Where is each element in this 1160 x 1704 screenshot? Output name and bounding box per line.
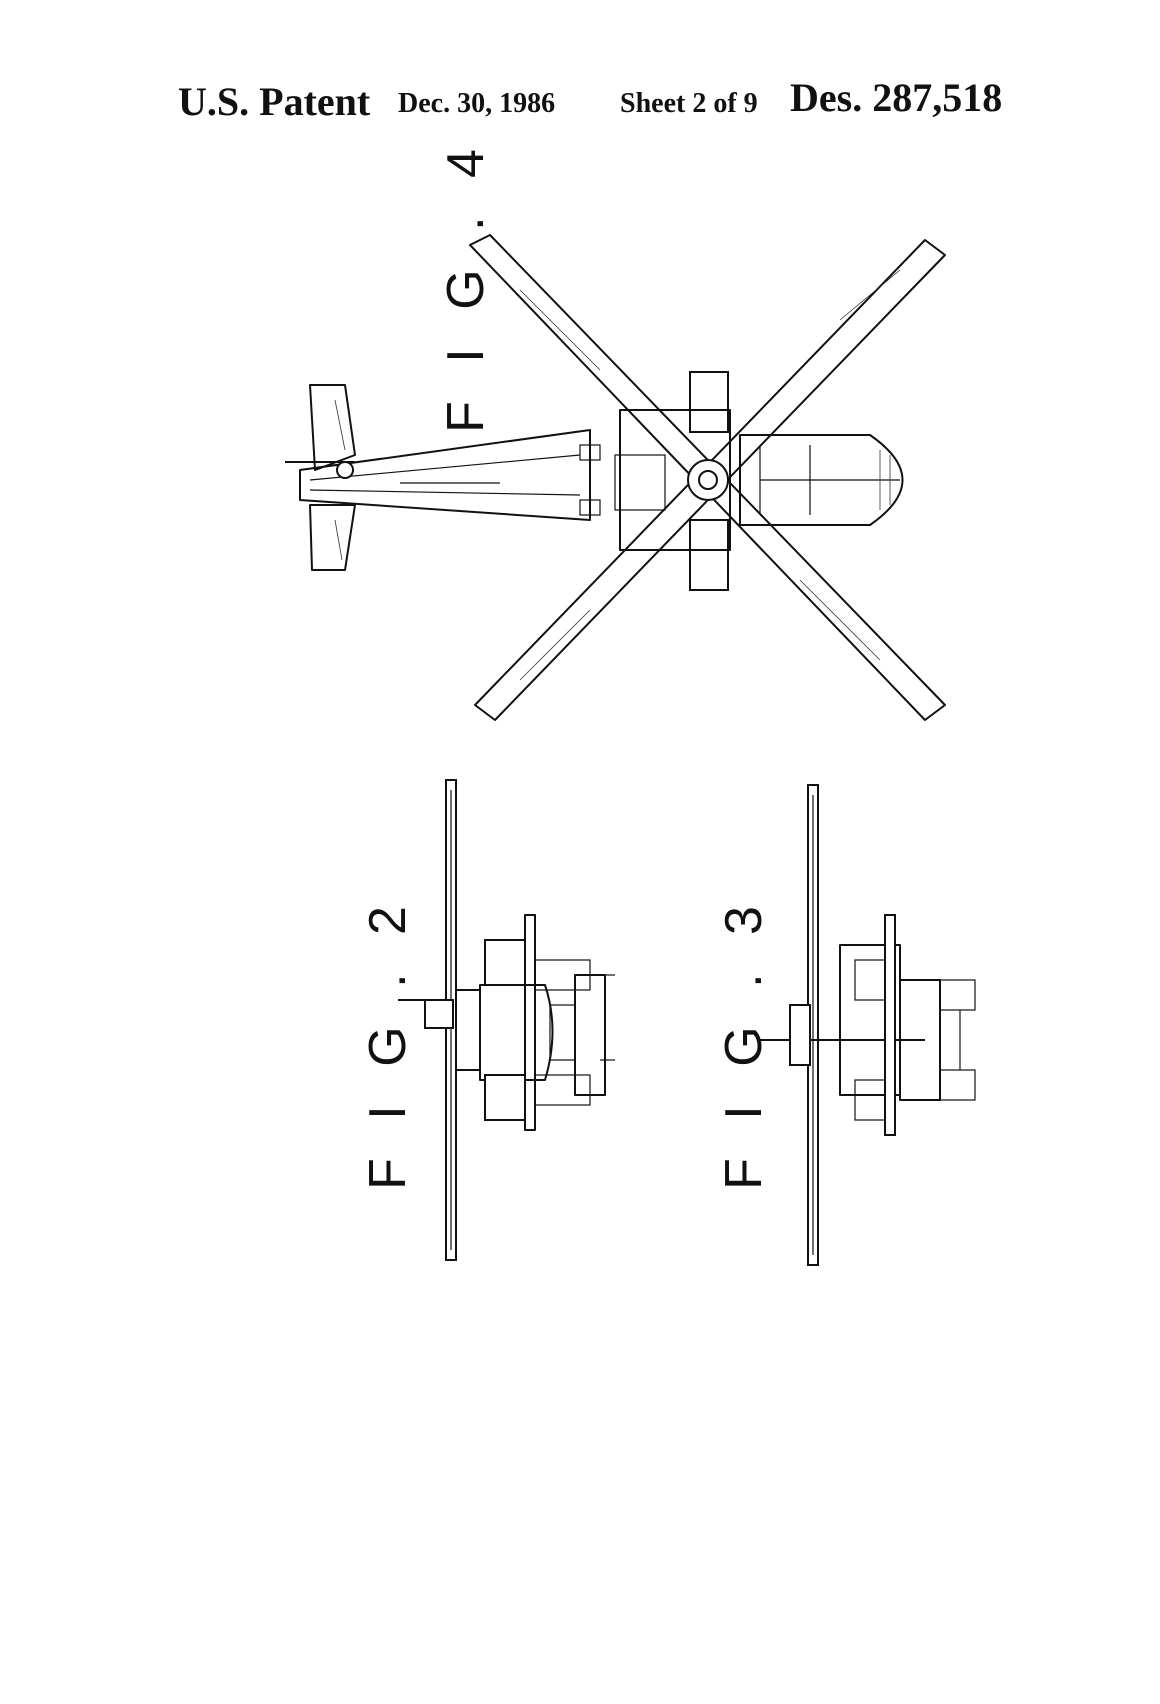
rotor-hub	[687, 459, 729, 501]
fig4-drawing	[285, 234, 946, 721]
fig2-body	[479, 984, 554, 1081]
fuselage-mid	[619, 409, 731, 551]
fig2-drawing	[398, 779, 615, 1261]
engine-pod-bottom	[689, 519, 729, 591]
fig3-drawing	[760, 784, 976, 1266]
design-number: Des. 287,518	[790, 75, 1003, 120]
fig3-label: F I G . 3	[714, 894, 773, 1190]
fig2-label: F I G . 2	[358, 894, 417, 1190]
sheet-number: Sheet 2 of 9	[620, 88, 758, 119]
patent-date: Dec. 30, 1986	[398, 88, 556, 119]
tail-fin-top	[309, 384, 356, 471]
tail-fin-bottom	[309, 504, 356, 571]
rotor-blade-1	[469, 234, 946, 721]
tail-boom	[299, 429, 591, 521]
fig4-label: F I G . 4	[436, 137, 495, 433]
cockpit	[739, 434, 904, 526]
patent-title: U.S. Patent	[178, 79, 371, 124]
engine-pod-top	[689, 371, 729, 433]
rotor-blade-2	[474, 239, 946, 721]
